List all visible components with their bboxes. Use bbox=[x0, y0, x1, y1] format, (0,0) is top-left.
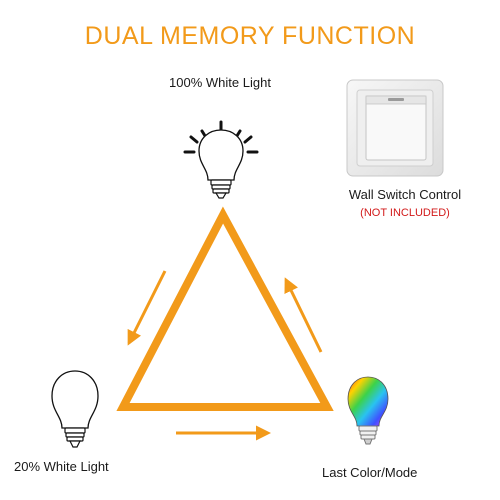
dim-bulb-icon bbox=[51, 370, 99, 448]
rgb-bulb-icon bbox=[347, 376, 389, 445]
right-state-label: Last Color/Mode bbox=[322, 465, 418, 480]
switch-label: Wall Switch Control bbox=[348, 187, 462, 202]
wall-switch-icon bbox=[346, 79, 444, 177]
arrow-top-to-left bbox=[127, 270, 167, 346]
arrow-right-to-top bbox=[284, 277, 323, 353]
bright-bulb-icon bbox=[183, 120, 259, 199]
cycle-triangle bbox=[116, 206, 334, 411]
left-state-label: 20% White Light bbox=[14, 459, 109, 474]
top-state-label: 100% White Light bbox=[169, 75, 271, 90]
switch-note: (NOT INCLUDED) bbox=[360, 207, 450, 219]
page-title: DUAL MEMORY FUNCTION bbox=[84, 22, 416, 50]
